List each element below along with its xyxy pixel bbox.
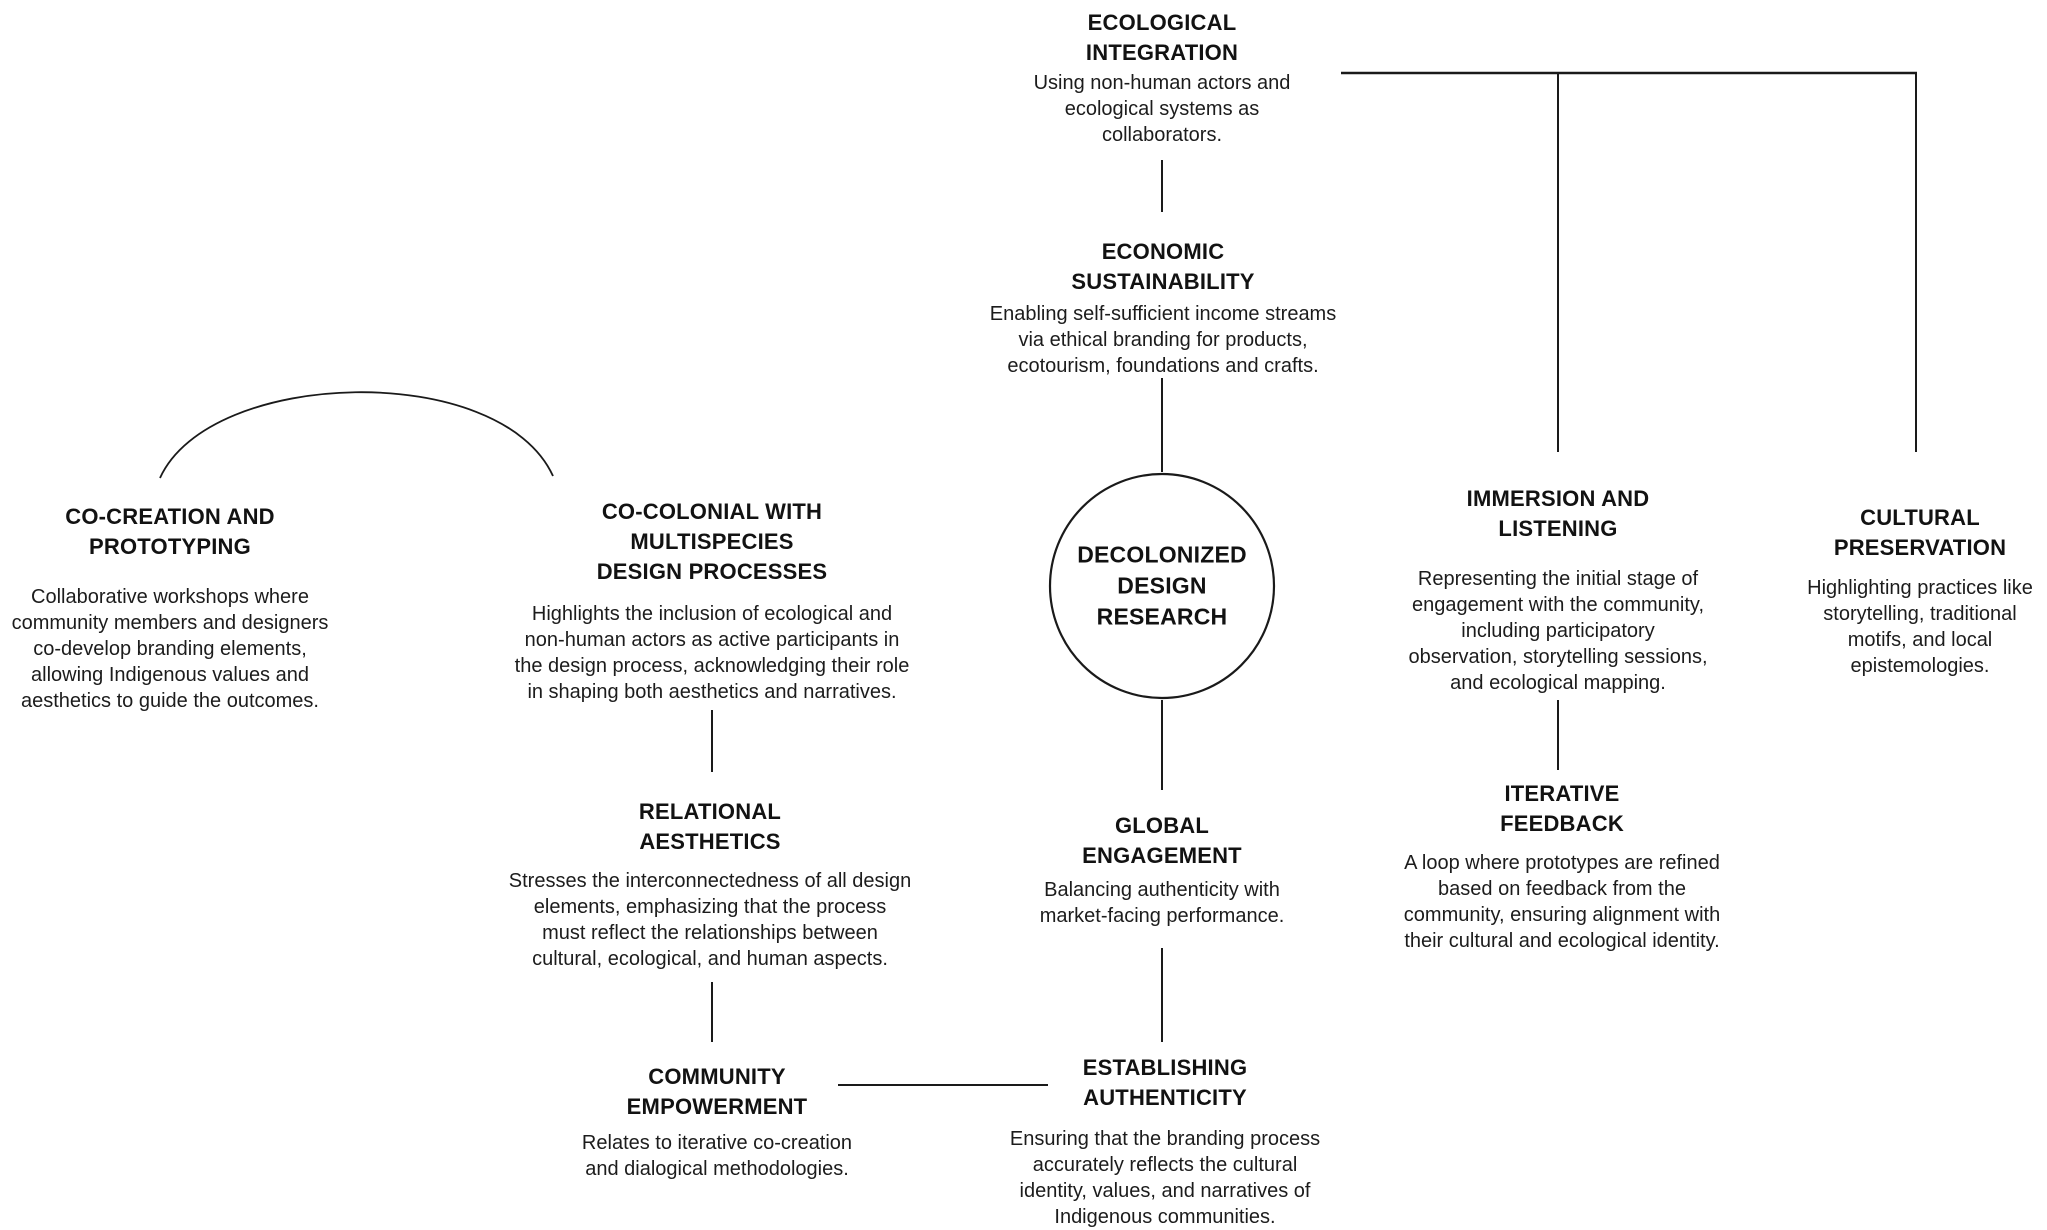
node-cultural-preservation: CULTURAL PRESERVATION Highlighting pract… [1807,503,2033,679]
node-title: ECOLOGICAL INTEGRATION [1085,10,1239,65]
node-co-creation-and-prototyping: CO-CREATION AND PROTOTYPING Collaborativ… [12,502,329,714]
node-description: Balancing authenticity with market-facin… [1039,879,1285,927]
node-establishing-authenticity: ESTABLISHING AUTHENTICITY Ensuring that … [1010,1053,1320,1230]
node-economic-sustainability: ECONOMIC SUSTAINABILITY Enabling self-su… [990,237,1336,379]
node-title: RELATIONAL AESTHETICS [638,799,782,854]
node-title: COMMUNITY EMPOWERMENT [626,1064,808,1119]
node-decolonized-design-research: DECOLONIZED DESIGN RESEARCH [1077,540,1247,633]
arc-connector [159,391,554,479]
node-title: GLOBAL ENGAGEMENT [1082,813,1242,868]
node-immersion-and-listening: IMMERSION AND LISTENING Representing the… [1408,484,1707,696]
node-title: ITERATIVE FEEDBACK [1500,781,1624,836]
node-iterative-feedback: ITERATIVE FEEDBACK A loop where prototyp… [1404,779,1720,954]
node-title: ECONOMIC SUSTAINABILITY [1071,239,1255,294]
node-description: Enabling self-sufficient income streams … [989,303,1337,377]
node-title: CO-COLONIAL WITH MULTISPECIES DESIGN PRO… [596,499,828,584]
node-description: Ensuring that the branding process accur… [1009,1128,1321,1228]
node-description: Stresses the interconnectedness of all d… [508,870,912,970]
node-description: Representing the initial stage of engage… [1408,568,1708,694]
node-co-colonial-with-multispecies: CO-COLONIAL WITH MULTISPECIES DESIGN PRO… [515,497,910,705]
node-global-engagement: GLOBAL ENGAGEMENT Balancing authenticity… [1040,811,1285,929]
node-description: Relates to iterative co-creation and dia… [581,1132,853,1180]
node-title: CULTURAL PRESERVATION [1833,505,2007,560]
node-ecological-integration: ECOLOGICAL INTEGRATION Using non-human a… [1034,8,1291,148]
node-description: A loop where prototypes are refined base… [1403,852,1721,952]
node-description: Using non-human actors and ecological sy… [1033,72,1291,146]
node-title: DECOLONIZED DESIGN RESEARCH [1077,541,1247,630]
node-title: ESTABLISHING AUTHENTICITY [1082,1055,1248,1110]
node-description: Highlights the inclusion of ecological a… [514,603,910,703]
node-community-empowerment: COMMUNITY EMPOWERMENT Relates to iterati… [582,1062,852,1182]
node-description: Highlighting practices like storytelling… [1807,577,2033,677]
node-relational-aesthetics: RELATIONAL AESTHETICS Stresses the inter… [509,797,911,972]
node-title: CO-CREATION AND PROTOTYPING [65,504,275,559]
node-title: IMMERSION AND LISTENING [1466,486,1650,541]
node-description: Collaborative workshops where community … [11,586,329,712]
